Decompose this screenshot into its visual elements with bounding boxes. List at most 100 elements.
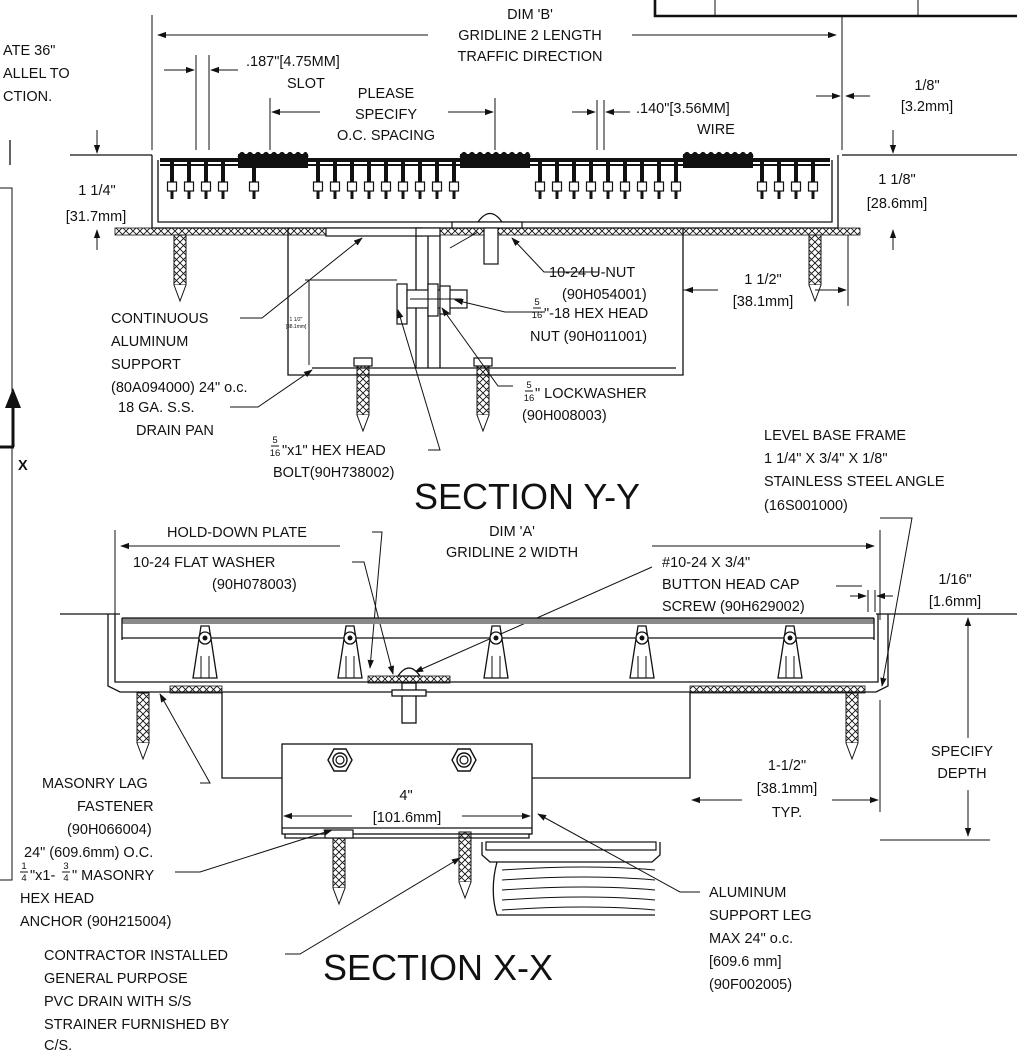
right-height-line1: 1 1/8"	[878, 172, 915, 188]
typ-line3: TYP.	[772, 805, 802, 821]
hex-nut-line1: "-18 HEX HEAD	[544, 306, 648, 322]
u-nut-assembly	[449, 212, 523, 265]
dim-a-dimension: DIM 'A' GRIDLINE 2 WIDTH	[114, 524, 881, 620]
hex-nut-frac-den: 16	[532, 310, 543, 321]
support-height-line1: 1 1/2"	[290, 317, 303, 323]
dim-a-label: DIM 'A'	[489, 524, 535, 540]
frame-line4: (16S001000)	[764, 498, 848, 514]
right-gap-dimension: 1/8" [3.2mm]	[816, 78, 953, 115]
anchor-line1: " MASONRY	[72, 868, 155, 884]
lockwasher-frac-den: 16	[524, 393, 535, 404]
leg-width-dimension: 4" [101.6mm]	[281, 788, 533, 834]
support-height-dimension: 1 1/2" [38.1mm]	[286, 279, 397, 365]
lockwasher-callout: 5 16 " LOCKWASHER (90H008003)	[441, 307, 647, 424]
slot-dim-label: .187"[4.75MM]	[246, 54, 340, 70]
frame-line1: LEVEL BASE FRAME	[764, 428, 906, 444]
hex-bolt-callout: 5 16 "x1" HEX HEAD BOLT(90H738002)	[270, 309, 441, 481]
pan-callout: 18 GA. S.S. DRAIN PAN	[118, 369, 313, 439]
typ-offset-dimension: 1-1/2" [38.1mm] TYP.	[691, 700, 881, 821]
washer-line2: (90H078003)	[212, 577, 297, 593]
lag-line4: 24" (609.6mm) O.C.	[24, 845, 153, 861]
wire-dim-label: .140"[3.56MM]	[636, 101, 730, 117]
wire-dimension: .140"[3.56MM] WIRE	[572, 100, 735, 150]
support-line2: ALUMINUM	[111, 334, 188, 350]
lag-line2: FASTENER	[77, 799, 154, 815]
leg-offset-line1: 1 1/2"	[744, 272, 781, 288]
section-y-y-title: SECTION Y-Y	[414, 476, 640, 517]
screw-line3: SCREW (90H629002)	[662, 599, 805, 615]
plate-note-line1: ATE 36"	[3, 43, 55, 59]
support-leg-callout: ALUMINUM SUPPORT LEG MAX 24" o.c. [609.6…	[537, 813, 812, 993]
drain-line2: GENERAL PURPOSE	[44, 971, 188, 987]
left-height-line2: [31.7mm]	[66, 209, 126, 225]
anchor-frac2-num: 3	[63, 861, 68, 872]
gridline-length-label: GRIDLINE 2 LENGTH	[458, 28, 601, 44]
title-block-corner	[653, 0, 1017, 18]
base-hatch-right	[689, 685, 866, 694]
masonry-lag-callout: MASONRY LAG FASTENER (90H066004) 24" (60…	[24, 693, 211, 861]
bolt-frac-num: 5	[272, 435, 277, 446]
drain-line5: C/S.	[44, 1038, 72, 1050]
hex-bolt-assembly	[396, 283, 468, 325]
oc-label-line2: SPECIFY	[355, 107, 417, 123]
frame-line3: STAINLESS STEEL ANGLE	[764, 474, 945, 490]
grating-legs	[192, 625, 803, 679]
hex-nut-line2: NUT (90H011001)	[530, 329, 647, 345]
dim-b-label: DIM 'B'	[507, 7, 553, 23]
button-head-screw	[391, 667, 427, 724]
oc-label-line1: PLEASE	[358, 86, 415, 102]
left-lag-screw	[173, 234, 187, 302]
screw-line2: BUTTON HEAD CAP	[662, 577, 800, 593]
pan-line1: 18 GA. S.S.	[118, 400, 195, 416]
right-gap-label-line2: [3.2mm]	[901, 99, 953, 115]
typ-line2: [38.1mm]	[757, 781, 817, 797]
slot-label: SLOT	[287, 76, 325, 92]
anchor-x: "x1-	[30, 868, 55, 884]
washer-line1: 10-24 FLAT WASHER	[133, 555, 275, 571]
flat-washer-callout: 10-24 FLAT WASHER (90H078003)	[133, 555, 395, 675]
u-nut-line1: 10-24 U-NUT	[549, 265, 635, 281]
masonry-anchor-callout: 1 4 "x1- 3 4 " MASONRY HEX HEAD ANCHOR (…	[20, 829, 333, 930]
leg-line2: SUPPORT LEG	[709, 908, 812, 924]
leg-line3: MAX 24" o.c.	[709, 931, 793, 947]
leg-hex-nut-right	[451, 748, 477, 772]
base-hatch-left	[169, 685, 223, 694]
support-height-line2: [38.1mm]	[286, 324, 307, 330]
support-callout: CONTINUOUS ALUMINUM SUPPORT (80A094000) …	[111, 237, 363, 396]
pan-screw-right	[476, 364, 490, 432]
bolt-frac-den: 16	[270, 448, 281, 459]
right-masonry-lag	[845, 692, 859, 760]
section-x-x-title: SECTION X-X	[323, 947, 553, 988]
support-line3: SUPPORT	[111, 357, 181, 373]
right-gap-label-line1: 1/8"	[914, 78, 939, 94]
axis-marker: X	[0, 187, 28, 881]
slot-dimension: .187"[4.75MM] SLOT	[164, 54, 340, 150]
drain-line1: CONTRACTOR INSTALLED	[44, 948, 228, 964]
left-masonry-lag	[136, 692, 150, 760]
section-x-x: LEVEL BASE FRAME 1 1/4" X 3/4" X 1/8" ST…	[20, 428, 1017, 1050]
oc-spacing-dimension: PLEASE SPECIFY O.C. SPACING	[269, 86, 496, 150]
right-height-line2: [28.6mm]	[867, 196, 927, 212]
hold-down-label: HOLD-DOWN PLATE	[167, 525, 307, 541]
hold-down-plate	[367, 675, 451, 684]
bolt-line1: "x1" HEX HEAD	[282, 443, 386, 459]
plate-note-line3: CTION.	[3, 89, 52, 105]
gridline-width-label: GRIDLINE 2 WIDTH	[446, 545, 578, 561]
plate-note-line2: ALLEL TO	[3, 66, 70, 82]
bolt-line2: BOLT(90H738002)	[273, 465, 394, 481]
left-height-dimension: 1 1/4" [31.7mm]	[66, 130, 126, 250]
lockwasher-frac-num: 5	[526, 380, 531, 391]
depth-line2: DEPTH	[937, 766, 986, 782]
u-nut-callout: 10-24 U-NUT (90H054001)	[511, 237, 647, 303]
anchor-frac1-num: 1	[21, 861, 26, 872]
right-lag-screw	[808, 234, 822, 302]
dim-b-dimension: DIM 'B' GRIDLINE 2 LENGTH TRAFFIC DIRECT…	[151, 7, 843, 150]
pan-line2: DRAIN PAN	[136, 423, 214, 439]
x-section-pan	[221, 692, 691, 839]
leg-width-line2: [101.6mm]	[373, 810, 442, 826]
lag-line1: MASONRY LAG	[42, 776, 148, 792]
edge-gap-line1: 1/16"	[938, 572, 971, 588]
drain-callout: CONTRACTOR INSTALLED GENERAL PURPOSE PVC…	[44, 857, 461, 1050]
support-line4: (80A094000) 24" o.c.	[111, 380, 248, 396]
leg-line4: [609.6 mm]	[709, 954, 782, 970]
